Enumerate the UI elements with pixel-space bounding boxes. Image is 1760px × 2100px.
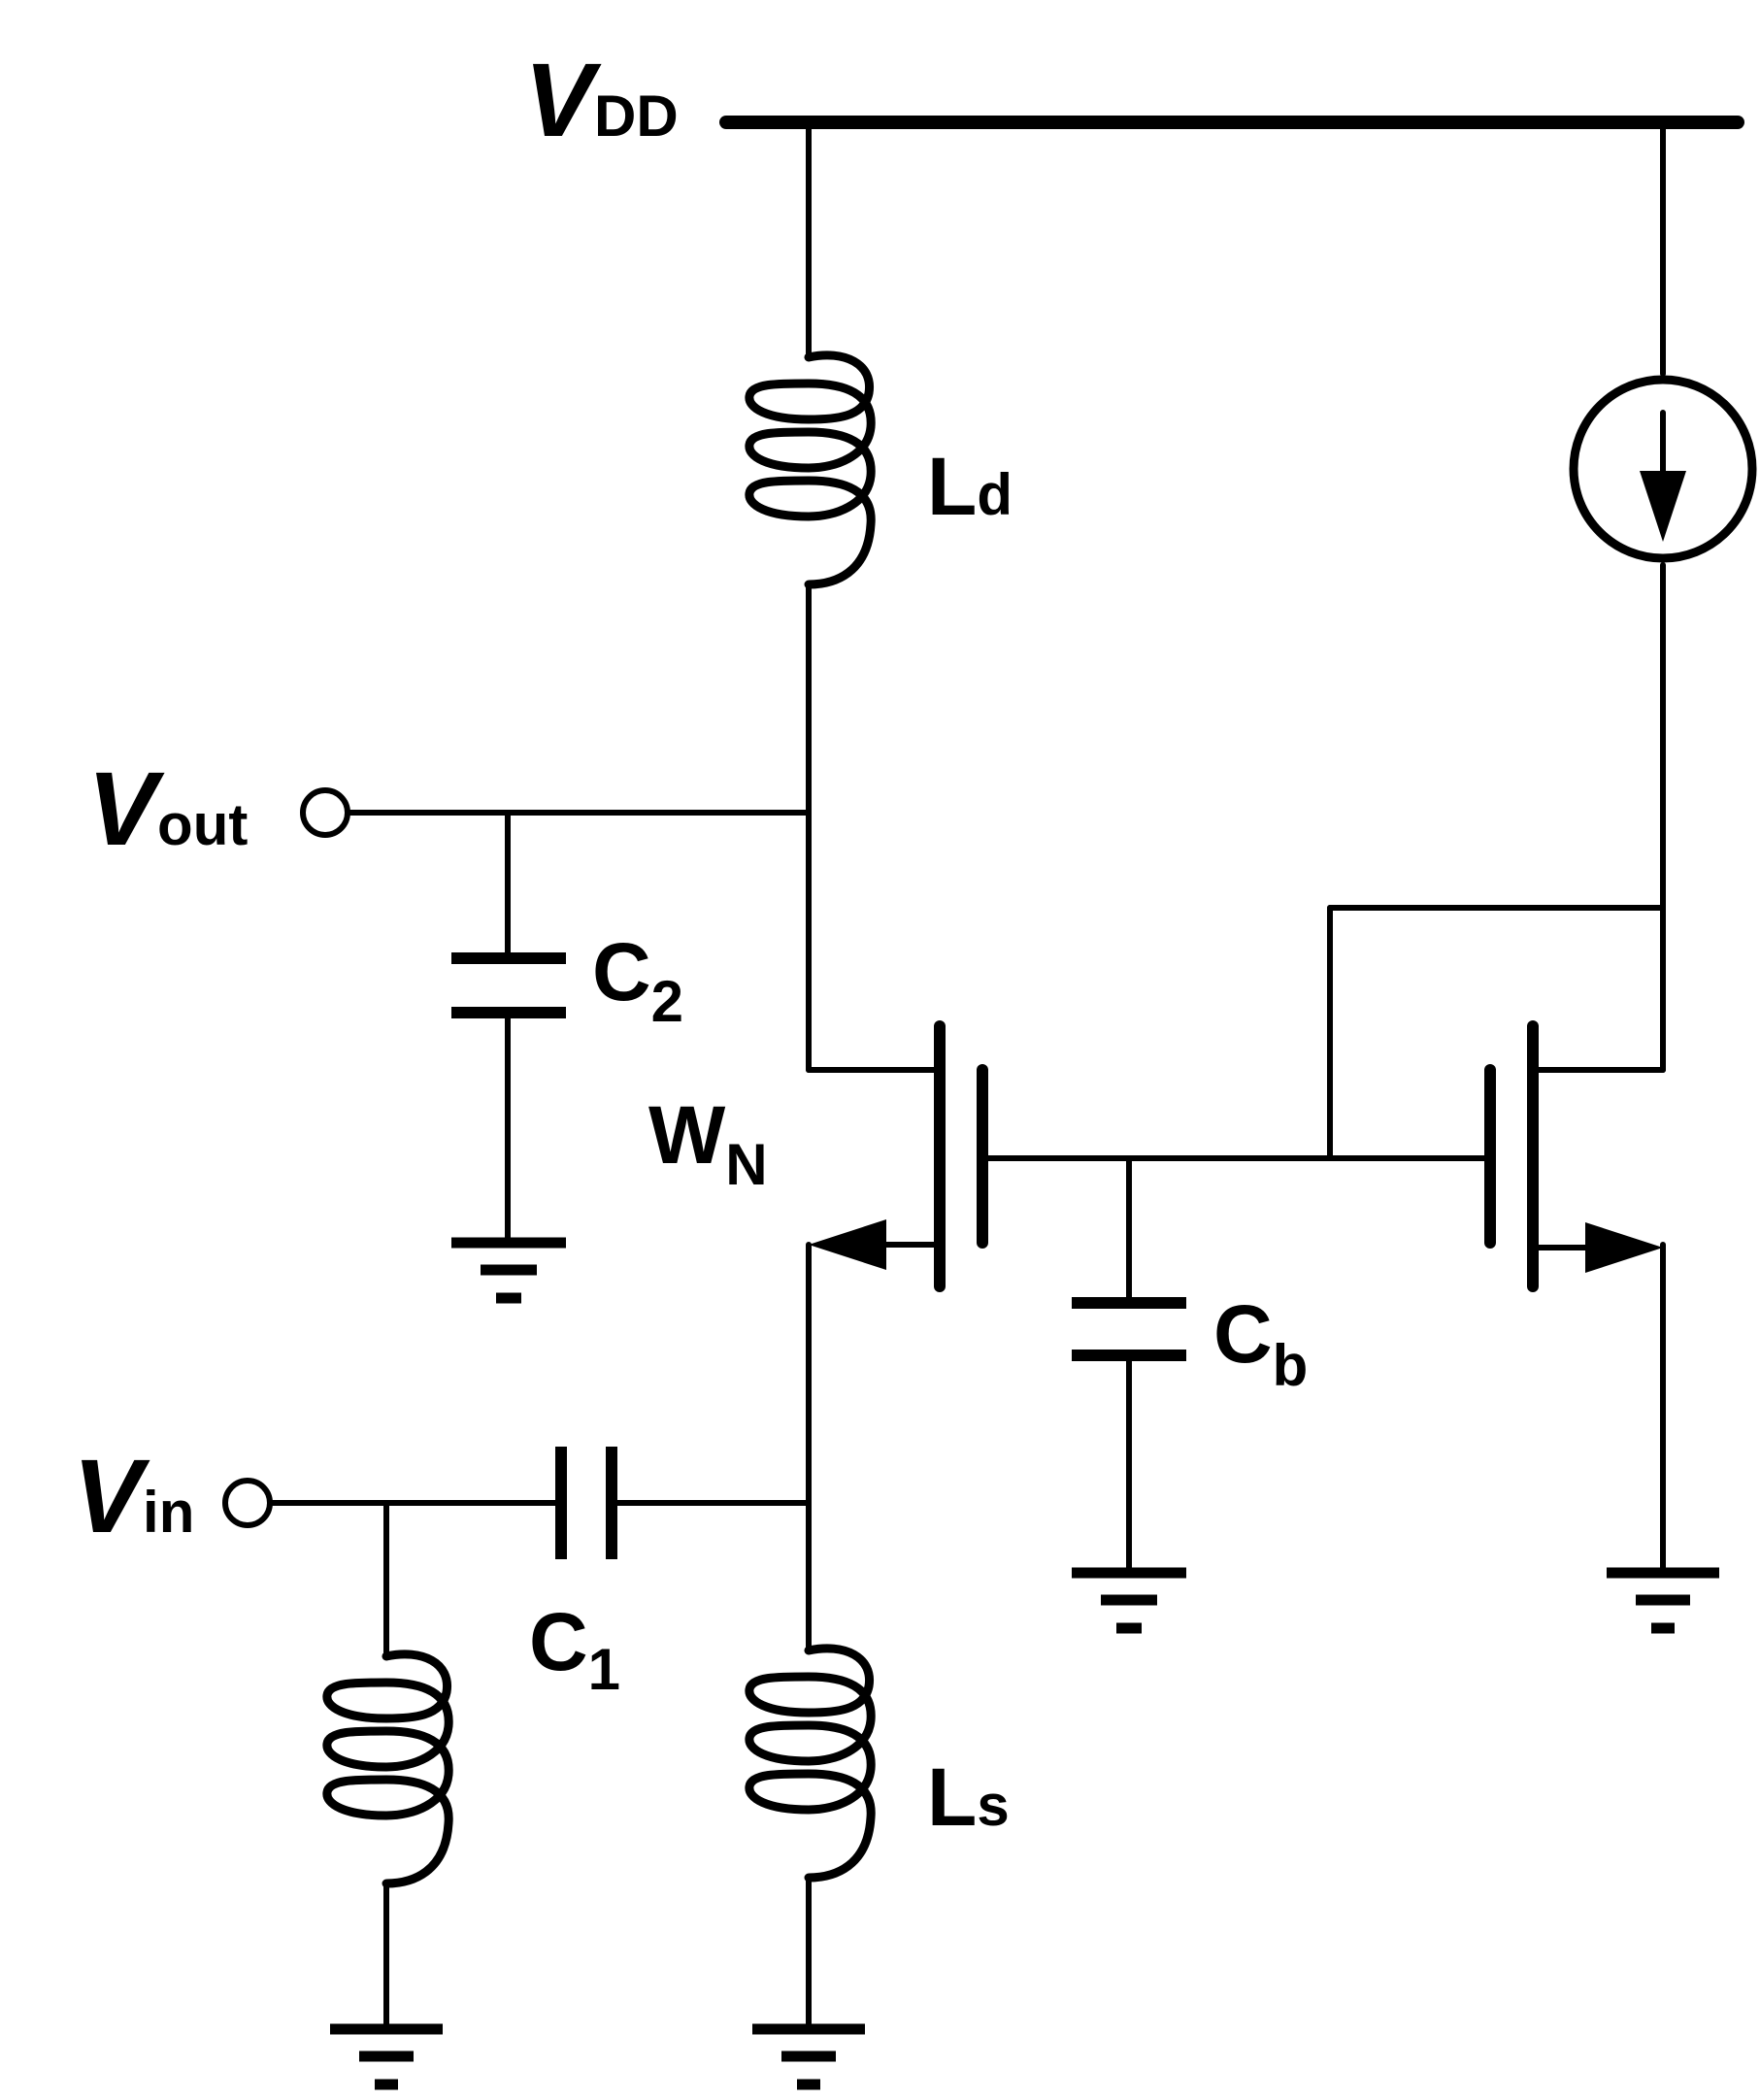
transistor-main — [809, 1020, 988, 1292]
transistor-bias — [1484, 1020, 1663, 1292]
source-arrow-icon — [809, 1219, 886, 1270]
inductor-ls — [745, 1644, 876, 1883]
vout-port[interactable] — [300, 787, 350, 838]
ground-input — [330, 2023, 443, 2090]
ground-ls — [752, 2023, 865, 2090]
vin-node — [222, 1478, 812, 1528]
capacitor-c1 — [555, 1447, 617, 1559]
vin-port[interactable] — [222, 1478, 273, 1528]
bias-source-arrow-icon — [1585, 1222, 1663, 1273]
capacitor-cb — [1072, 1155, 1186, 1576]
inductor-ld — [745, 350, 876, 589]
label-wn: WN — [648, 1089, 768, 1197]
vout-node — [300, 787, 812, 838]
label-c1: C1 — [529, 1596, 620, 1702]
label-vdd: VDD — [524, 41, 679, 158]
inductor-input — [322, 1650, 453, 1888]
label-cb: Cb — [1213, 1288, 1308, 1398]
label-c2: C2 — [592, 926, 683, 1034]
current-source — [1569, 375, 1757, 563]
label-vout: Vout — [87, 750, 248, 867]
ground-cb — [1072, 1567, 1186, 1634]
label-ls: Ls — [927, 1751, 1010, 1843]
drain-branch — [806, 119, 933, 1073]
current-arrow-icon — [1640, 471, 1686, 542]
bias-branch — [1327, 119, 1666, 1576]
capacitor-c2 — [451, 810, 566, 1246]
ground-bias — [1607, 1567, 1719, 1634]
ground-c2 — [451, 1237, 566, 1304]
label-ld: Ld — [927, 441, 1013, 532]
label-vin: Vin — [73, 1437, 194, 1554]
